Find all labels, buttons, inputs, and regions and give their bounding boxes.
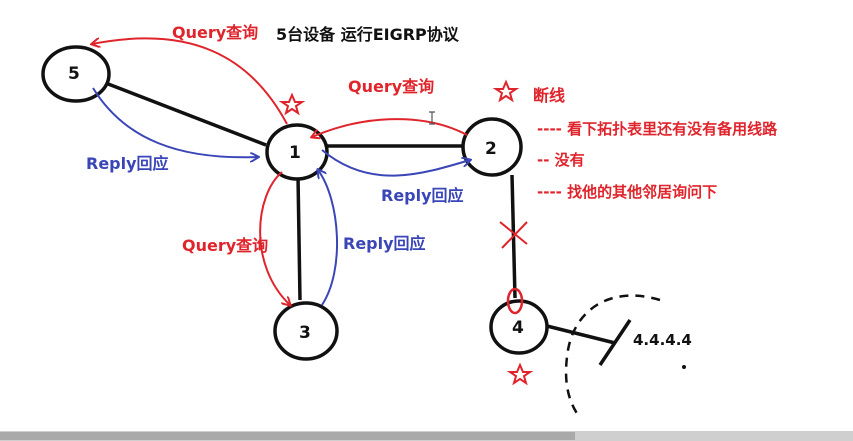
note-check-topology: ---- 看下拓扑表里还有没有备用线路 [537,120,778,138]
node-3 [273,301,339,361]
note-ask-neighbors: ---- 找他的其他邻居询问下 [537,183,718,201]
link-1-3 [296,175,302,301]
query-arrow-1-to-5 [92,37,288,125]
reply-arrow-1-to-2 [321,149,470,177]
star-icon-node-2 [492,79,520,103]
query-label-to-5: Query查询 [172,23,259,42]
node-3-label: 3 [299,323,311,343]
link-5-1 [102,80,267,147]
star-icon-node-1 [278,92,306,116]
diagram-title: 5台设备 运行EIGRP协议 [276,25,459,44]
node-2 [461,117,523,177]
link-4-route [546,324,616,345]
reply-arrow-5-to-1 [92,87,258,157]
node-4 [489,299,549,355]
query-label-to-3: Query查询 [182,236,269,255]
reply-label-from-5: Reply回应 [86,154,169,173]
node-2-label: 2 [485,139,497,159]
query-label-to-2: Query查询 [348,77,435,96]
star-icon-node-4 [506,362,534,386]
scrollbar-thumb[interactable] [0,432,575,440]
route-bar [598,319,632,366]
query-arrow-1-to-3 [259,171,290,305]
node-1-label: 1 [289,143,301,163]
reply-label-from-2: Reply回应 [381,186,464,205]
horizontal-scrollbar[interactable] [0,431,853,441]
boundary-dot [682,365,686,369]
link-down-label: 断线 [533,86,566,105]
reply-arrow-3-to-1 [318,170,339,306]
node-4-label: 4 [512,318,524,338]
node-5-label: 5 [68,64,80,84]
query-arrow-2-to-1 [312,118,468,137]
reply-label-from-3: Reply回应 [343,234,426,253]
link-break-cross [499,221,528,249]
network-boundary [564,294,661,416]
node-5 [41,45,111,103]
interface-highlight [506,287,524,315]
route-label: 4.4.4.4 [633,331,692,349]
text-cursor-icon [429,111,435,125]
note-none: -- 没有 [537,151,585,169]
